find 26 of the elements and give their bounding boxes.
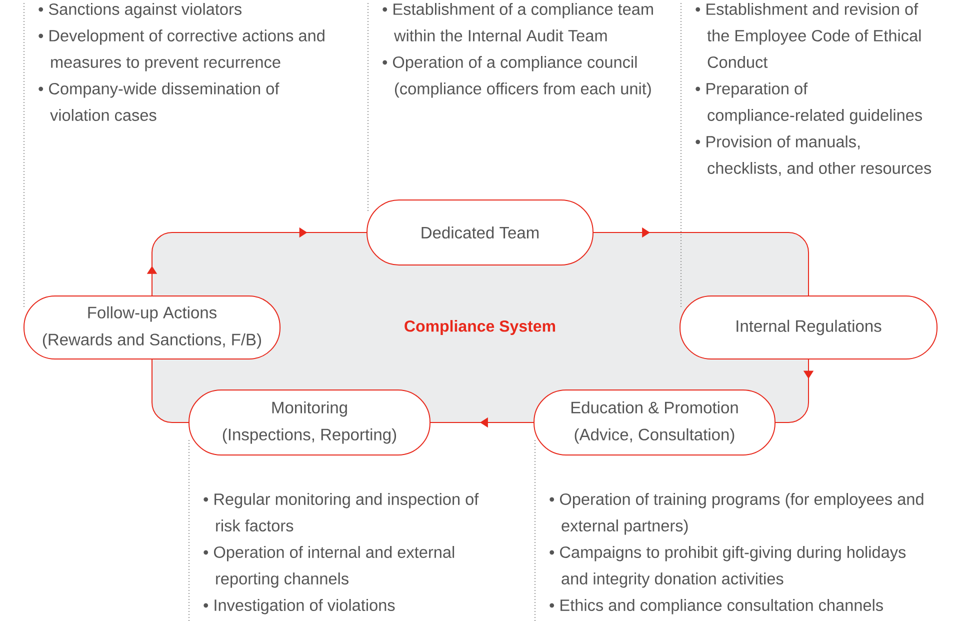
bullet-item: • Provision of manuals, checklists, and other resources [696, 136, 932, 176]
bullet-item: • Preparation of compliance-related guidelines [696, 82, 922, 124]
rounded-box: Dedicated Team [366, 200, 594, 266]
bullet-item: • Company-wide dissemination of violation cases [38, 82, 280, 121]
leader-line [188, 438, 190, 621]
rounded-box: Education & Promotion (Advice, Consultation) [534, 390, 776, 456]
bullet-item: • Campaigns to prohibit gift-giving during holidays and integrity donation activities [550, 546, 906, 588]
bullet-item: • Investigation of violations [204, 599, 395, 614]
leader-line [534, 438, 536, 621]
leader-line [680, 2, 682, 308]
rounded-box: Monitoring (Inspections, Reporting) [188, 390, 430, 456]
rounded-box: Internal Regulations [680, 296, 938, 360]
bullet-item: • Sanctions against violators [38, 3, 242, 18]
bullet-item: • Development of corrective actions and measures to prevent recurrence [38, 30, 324, 72]
bullet-item: • Establishment and revision of the Employee Code of Ethical Conduct [696, 3, 921, 68]
bullet-item: • Ethics and compliance consultation channels [550, 599, 883, 614]
flow-line [152, 359, 189, 423]
flow-arrow [775, 359, 814, 423]
bullet-item: • Operation of training programs (for employees and external partners) [550, 493, 924, 535]
flow-arrow [593, 227, 809, 296]
bullet-item: • Operation of a compliance council (compliance officers from each unit) [382, 56, 651, 98]
bullet-item: • Operation of internal and external reporting channels [204, 546, 454, 588]
rounded-box: Follow-up Actions (Rewards and Sanctions, F/B) [24, 296, 280, 360]
flow-arrow [146, 227, 367, 296]
bullet-item: • Establishment of a compliance team within the Internal Audit Team [382, 3, 653, 42]
bullet-item: • Regular monitoring and inspection of risk factors [204, 493, 479, 532]
